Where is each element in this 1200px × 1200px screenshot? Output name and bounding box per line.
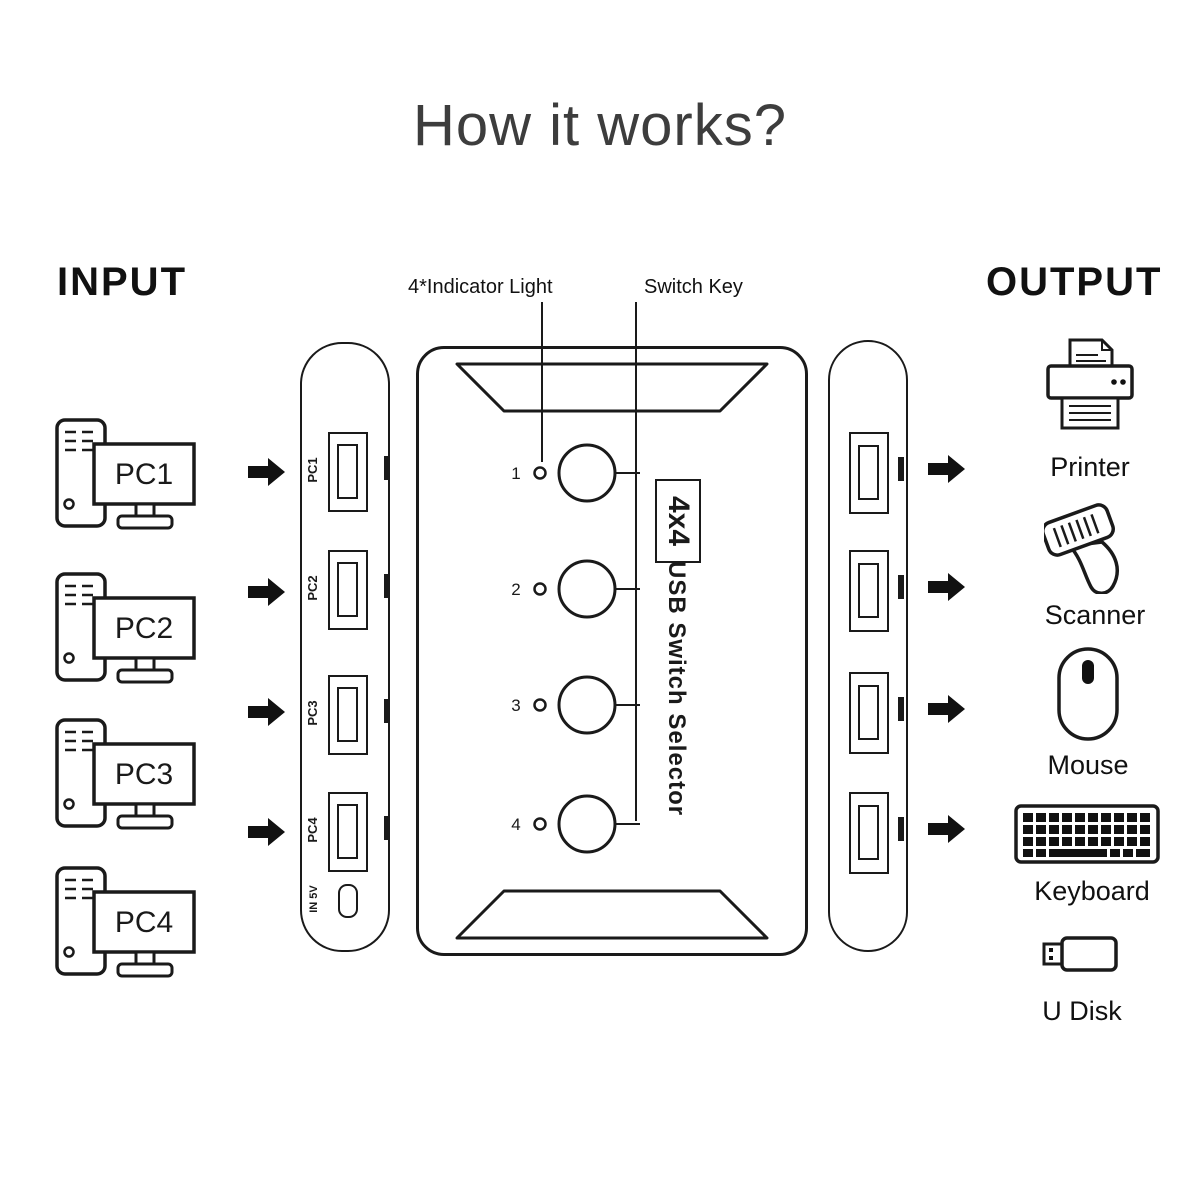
button-number: 1 [511, 464, 520, 483]
switch-button-1 [557, 443, 617, 503]
usb-port-contact [337, 562, 358, 617]
usb-port-contact [337, 804, 358, 859]
panel-notch [384, 456, 390, 480]
panel-notch [898, 817, 904, 841]
usb-port-icon [849, 792, 889, 874]
scanner-icon [1044, 503, 1119, 594]
output-device-label: Keyboard [1034, 876, 1150, 906]
panel-notch [898, 457, 904, 481]
output-device-label: Scanner [1044, 600, 1146, 630]
panel-notch [384, 574, 390, 598]
bottom-grille [455, 889, 769, 940]
output-port-panel [828, 340, 908, 952]
usb-port-contact [337, 687, 358, 742]
arrow-right-icon [928, 455, 965, 483]
pc-icon: PC1 [55, 418, 196, 530]
usb-port-icon [849, 550, 889, 632]
arrow-right-icon [248, 698, 285, 726]
usb-port-contact [858, 805, 879, 860]
output-heading: OUTPUT [986, 260, 1163, 304]
arrow-right-icon [928, 695, 965, 723]
usb-port-icon [328, 675, 368, 755]
output-device-label: Mouse [1047, 750, 1129, 780]
switch-key-leader-line [635, 302, 637, 821]
pc-label: PC2 [115, 612, 173, 645]
input-port-label: PC3 [305, 700, 320, 726]
output-device-label: Printer [1050, 452, 1130, 482]
usb-port-icon [328, 550, 368, 630]
input-port-label: PC2 [305, 575, 320, 601]
indicator-light [533, 698, 547, 712]
input-port-panel: PC1 PC2 PC3 PC4 IN 5V [300, 342, 390, 952]
panel-notch [384, 699, 390, 723]
u-disk-icon [1042, 936, 1118, 972]
indicator-light-annotation: 4*Indicator Light [408, 276, 553, 298]
pc-label: PC1 [115, 458, 173, 491]
switch-button-3 [557, 675, 617, 735]
input-heading: INPUT [57, 260, 187, 304]
usb-port-icon [849, 672, 889, 754]
usb-port-icon [328, 792, 368, 872]
device-face-graphics: 1 2 3 4 [455, 362, 769, 940]
indicator-light [533, 817, 547, 831]
page-title: How it works? [413, 93, 787, 158]
printer-icon [1046, 338, 1134, 430]
usb-port-contact [858, 563, 879, 618]
indicator-light [533, 582, 547, 596]
pc-icon: PC3 [55, 718, 196, 830]
mouse-wheel [1082, 660, 1094, 684]
button-number: 3 [511, 696, 520, 715]
switch-button-2 [557, 559, 617, 619]
arrow-right-icon [248, 458, 285, 486]
indicator-light [533, 466, 547, 480]
keyboard-icon [1014, 804, 1160, 864]
micro-usb-port-icon [338, 884, 358, 918]
top-grille [455, 362, 769, 413]
power-port-label: IN 5V [308, 885, 320, 913]
arrow-right-icon [248, 818, 285, 846]
device-name: USB Switch Selector [663, 561, 690, 817]
pc-icon: PC2 [55, 572, 196, 684]
input-port-label: PC1 [305, 457, 320, 483]
button-number: 2 [511, 580, 520, 599]
indicator-leader-line [541, 302, 543, 462]
usb-switch-device: 1 2 3 4 4x4 USB Switch Selector [416, 346, 808, 956]
pc-label: PC3 [115, 758, 173, 791]
arrow-right-icon [928, 815, 965, 843]
panel-notch [898, 697, 904, 721]
pc-label: PC4 [115, 906, 173, 939]
panel-notch [384, 816, 390, 840]
model-badge: 4x4 [655, 479, 701, 563]
switch-key-annotation: Switch Key [644, 276, 743, 298]
mouse-icon [1057, 647, 1119, 741]
usb-port-contact [337, 444, 358, 499]
arrow-right-icon [928, 573, 965, 601]
panel-notch [898, 575, 904, 599]
model-text: 4x4 [662, 495, 695, 547]
arrow-right-icon [248, 578, 285, 606]
usb-port-icon [849, 432, 889, 514]
input-port-label: PC4 [305, 817, 320, 843]
pc-icon: PC4 [55, 866, 196, 978]
usb-port-icon [328, 432, 368, 512]
output-device-label: U Disk [1042, 996, 1122, 1026]
usb-port-contact [858, 685, 879, 740]
usb-port-contact [858, 445, 879, 500]
button-number: 4 [511, 815, 520, 834]
switch-button-4 [557, 794, 617, 854]
